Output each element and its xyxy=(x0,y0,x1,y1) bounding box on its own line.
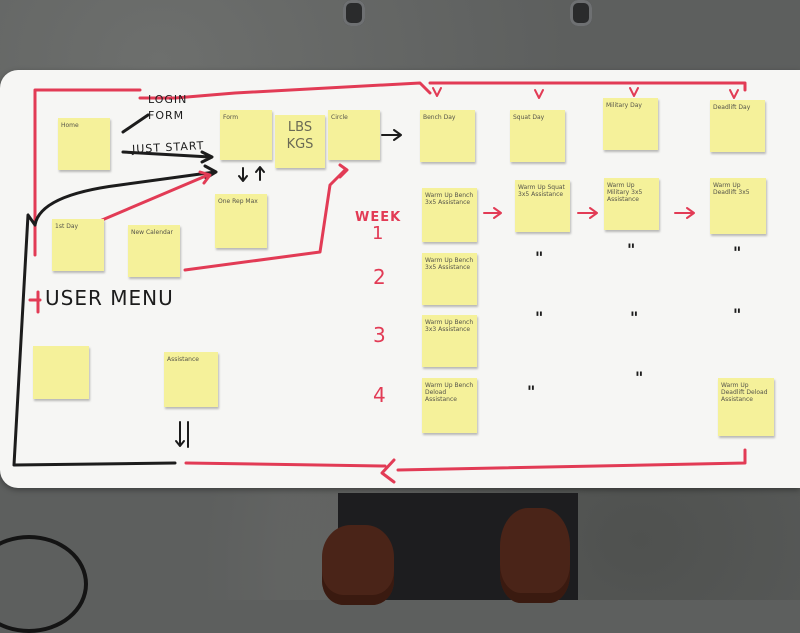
note-military-day: Military Day xyxy=(603,98,658,150)
ditto-w3-military: " xyxy=(630,308,639,327)
note-form: Form xyxy=(220,110,272,160)
chair-wheel-right xyxy=(570,0,592,26)
black-arrow-juststart xyxy=(121,150,214,164)
ditto-w2-squat: " xyxy=(535,248,544,267)
red-arrow-firstday xyxy=(93,170,212,225)
chair-wheel-left xyxy=(343,0,365,26)
shoe-right xyxy=(500,508,570,603)
note-assistance: Assistance xyxy=(164,352,218,407)
note-warm-up-deadlift: Warm Up Deadlift 3x5 xyxy=(710,178,766,234)
red-top-line xyxy=(33,81,747,257)
note-warm-up-deadlift-w4: Warm Up Deadlift Deload Assistance xyxy=(718,378,774,436)
week-3-label: 3 xyxy=(373,323,387,347)
ditto-w4-military: " xyxy=(635,368,644,387)
week-1-label: 1 xyxy=(372,223,385,244)
marker-lines xyxy=(12,81,747,484)
note-home: Home xyxy=(58,118,110,170)
note-squat-day: Squat Day xyxy=(510,110,565,162)
note-warm-up-bench-w4: Warm Up Bench Deload Assistance xyxy=(422,378,477,433)
note-first-day: 1st Day xyxy=(52,219,104,271)
red-arrow-calendar xyxy=(183,163,349,272)
shoe-left xyxy=(322,525,394,605)
ditto-w4-squat: " xyxy=(527,382,536,401)
note-circle: Circle xyxy=(328,110,380,160)
whiteboard-table xyxy=(0,70,800,488)
note-warm-up-bench-w2: Warm Up Bench 3x5 Assistance xyxy=(422,253,477,305)
note-one-rep-max: One Rep Max xyxy=(215,194,267,248)
note-warm-up-squat: Warm Up Squat 3x5 Assistance xyxy=(515,180,570,232)
note-blank xyxy=(33,346,89,399)
week-4-label: 4 xyxy=(373,383,387,407)
red-arrow-w1-military xyxy=(577,207,598,219)
ditto-w3-deadlift: " xyxy=(733,305,742,324)
black-bottom-loop xyxy=(12,213,177,467)
black-arrows-assistance xyxy=(175,421,189,448)
note-deadlift-day: Deadlift Day xyxy=(710,100,765,152)
note-warm-up-bench-w3: Warm Up Bench 3x3 Assistance xyxy=(422,315,477,367)
note-warm-up-bench: Warm Up Bench 3x5 Assistance xyxy=(422,188,477,242)
ditto-w2-military: " xyxy=(627,240,636,259)
ditto-w3-squat: " xyxy=(535,308,544,327)
black-arrow-login xyxy=(121,113,150,134)
black-arrow-to-bench xyxy=(381,129,402,141)
login-form-label: LOGIN FORM xyxy=(148,93,188,122)
red-bottom-return xyxy=(184,448,747,484)
red-arrow-w1-squat xyxy=(483,207,502,219)
note-warm-up-military: Warm Up Military 3x5 Assistance xyxy=(604,178,659,230)
black-up-down-arrows xyxy=(238,166,265,182)
note-bench-day: Bench Day xyxy=(420,110,475,162)
note-new-calendar: New Calendar xyxy=(128,225,180,277)
week-label: WEEK xyxy=(355,210,402,225)
ditto-w2-deadlift: " xyxy=(733,243,742,262)
red-arrow-w1-deadlift xyxy=(674,207,695,219)
lbs-kgs-label: LBS KGS xyxy=(286,120,314,152)
user-menu-label: USER MENU xyxy=(45,286,174,310)
black-left-bracket xyxy=(33,164,218,227)
week-2-label: 2 xyxy=(373,265,387,289)
red-user-menu-hook xyxy=(28,290,42,314)
red-drop-arrows xyxy=(432,87,739,99)
note-lbs-kgs: LBS KGS xyxy=(275,115,325,168)
